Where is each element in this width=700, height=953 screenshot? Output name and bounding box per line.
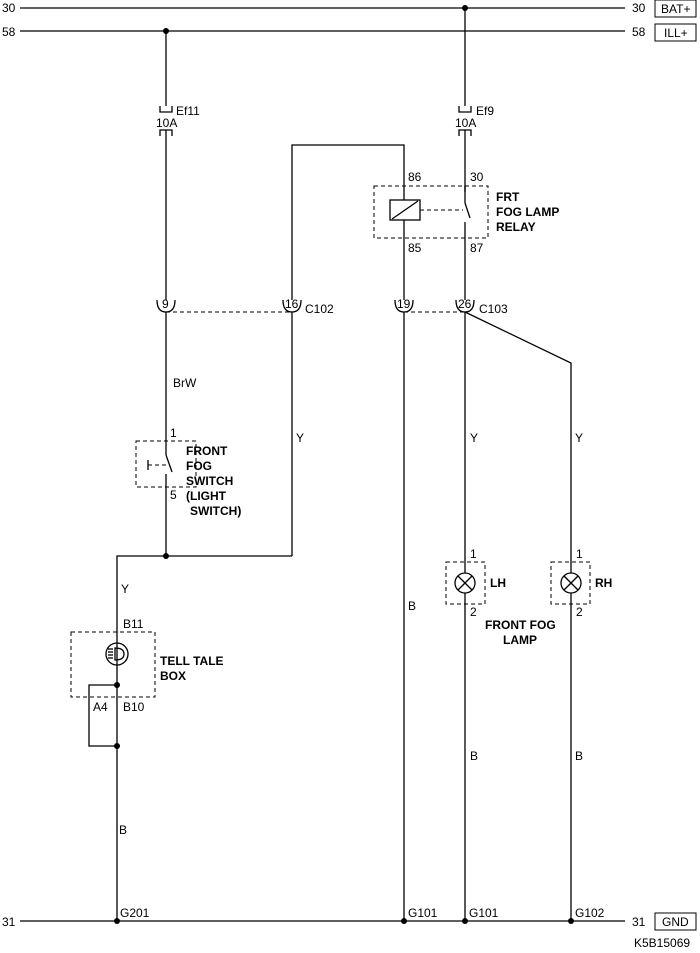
connector-c102: 9 16 C102 [156, 297, 334, 316]
gnd-rail-right-number: 31 [632, 915, 646, 929]
lamp-lh-label: LH [490, 576, 506, 590]
ill-rail-right-number: 58 [632, 25, 646, 39]
tell-tale-box: B11 B10 TELL TALE BOX [70, 617, 224, 714]
gnd-rail: 31 31 GND G201 G101 G101 G102 [2, 906, 697, 931]
fuse-ef11: Ef11 10A [156, 31, 200, 300]
switch-title-line-5: SWITCH) [190, 504, 241, 518]
fuse-ef9-name: Ef9 [476, 104, 494, 118]
switch-title-line-1: FRONT [186, 444, 228, 458]
wire-b-g201: B [119, 823, 127, 837]
tell-tale-pin-b11: B11 [123, 617, 144, 631]
c102-pin-16: 16 [285, 297, 299, 311]
switch-pin-1: 1 [170, 426, 177, 440]
ground-g101-lh: G101 [469, 906, 499, 920]
bat-tag: BAT+ [661, 2, 690, 16]
ill-rail: 58 58 ILL+ [2, 23, 697, 42]
fuse-ef11-name: Ef11 [176, 104, 200, 118]
lamp-rh-pin-1: 1 [576, 547, 583, 561]
relay-pin-87: 87 [470, 241, 484, 255]
fuse-ef9: Ef9 10A [455, 8, 494, 192]
tell-tale-pin-b10: B10 [123, 700, 145, 714]
ill-tag: ILL+ [664, 26, 688, 40]
wire-y-rh: Y [575, 431, 583, 445]
switch-pin-5: 5 [170, 488, 177, 502]
tell-tale-title-line-2: BOX [160, 669, 186, 683]
relay-title-line-1: FRT [496, 190, 520, 204]
switch-title-line-4: (LIGHT [186, 489, 227, 503]
wire-y-c102: Y [296, 431, 304, 445]
c102-pin-9: 9 [162, 297, 169, 311]
c103-pin-19: 19 [397, 297, 411, 311]
switch-title-line-2: FOG [186, 459, 212, 473]
lamp-lh-pin-2: 2 [470, 605, 477, 619]
fog-lamp-title-line-2: LAMP [503, 633, 537, 647]
bat-rail-left-number: 30 [2, 1, 16, 15]
fog-lamp-title-line-1: FRONT FOG [485, 618, 556, 632]
c103-name: C103 [479, 302, 508, 316]
gnd-rail-left-number: 31 [2, 915, 16, 929]
bat-rail: 30 30 BAT+ [2, 0, 697, 18]
ground-g102: G102 [575, 906, 605, 920]
fog-lamp-lh: 1 2 LH [445, 547, 506, 619]
ground-g101-relay: G101 [408, 906, 438, 920]
lamp-rh-label: RH [595, 576, 612, 590]
wire-b-lh: B [470, 749, 478, 763]
relay-pin-85: 85 [408, 241, 422, 255]
bypass-a4: A4 [93, 700, 108, 714]
c103-pin-26: 26 [458, 297, 472, 311]
lamp-lh-pin-1: 1 [470, 547, 477, 561]
c102-name: C102 [305, 302, 334, 316]
wire-b-rh: B [575, 749, 583, 763]
fuse-ef11-rating: 10A [156, 116, 177, 130]
fog-lamp-relay: 86 30 85 87 FRT FOG LAMP RELAY [291, 144, 559, 300]
diagram-code: K5B15069 [634, 936, 690, 950]
connector-c103: 19 26 C103 [394, 297, 508, 316]
relay-title-line-2: FOG LAMP [496, 205, 559, 219]
fog-lamp-rh: 1 2 RH [550, 547, 612, 619]
gnd-tag: GND [662, 915, 689, 929]
wire-brw: BrW [173, 376, 197, 390]
relay-pin-30: 30 [470, 170, 484, 184]
ground-g201: G201 [120, 906, 150, 920]
lamp-rh-pin-2: 2 [576, 605, 583, 619]
relay-pin-86: 86 [408, 170, 422, 184]
wire-y-lh: Y [470, 431, 478, 445]
wire-b-relay: B [408, 599, 416, 613]
ill-rail-left-number: 58 [2, 25, 16, 39]
fuse-ef9-rating: 10A [455, 116, 476, 130]
wire-y-tell-tale: Y [121, 582, 129, 596]
switch-title-line-3: SWITCH [186, 474, 233, 488]
bat-rail-right-number: 30 [632, 1, 646, 15]
tell-tale-title-line-1: TELL TALE [160, 654, 224, 668]
front-fog-switch: BrW 1 5 FRONT FOG SWITCH (LIGHT SWITCH) [135, 312, 241, 518]
relay-title-line-3: RELAY [496, 220, 536, 234]
